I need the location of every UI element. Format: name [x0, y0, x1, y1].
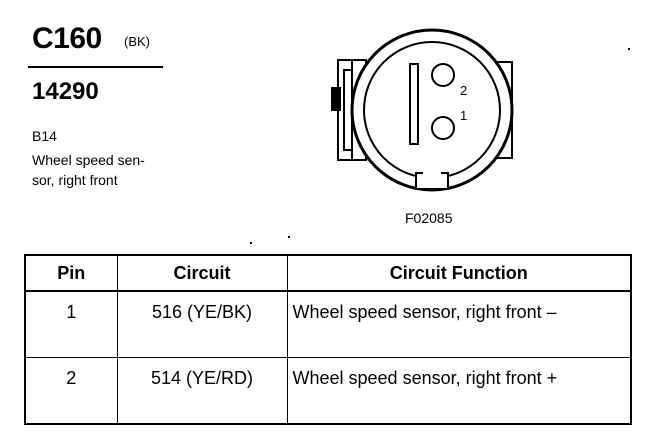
circuit-number: 514 (YE/RD): [116, 357, 288, 425]
table-row: 1 516 (YE/BK) Wheel speed sensor, right …: [24, 290, 632, 358]
pin-label-1: 1: [460, 108, 467, 123]
pin-number: 2: [24, 357, 118, 425]
component-id: B14: [32, 128, 57, 144]
column-header-pin: Pin: [24, 254, 118, 292]
component-description-line-1: Wheel speed sen-: [32, 152, 145, 168]
part-number: 14290: [32, 78, 99, 105]
pin-cavity-1: [431, 116, 455, 140]
connector-color-code: (BK): [124, 34, 150, 49]
scan-speck: [288, 236, 290, 238]
connector-keyway: [409, 63, 419, 145]
scan-speck: [250, 242, 252, 244]
scan-speck: [628, 48, 630, 50]
table-header-row: Pin Circuit Circuit Function: [24, 254, 632, 292]
pin-number: 1: [24, 290, 118, 358]
table-row: 2 514 (YE/RD) Wheel speed sensor, right …: [24, 357, 632, 425]
circuit-function: Wheel speed sensor, right front +: [286, 357, 632, 425]
column-header-function: Circuit Function: [286, 254, 632, 292]
column-header-circuit: Circuit: [116, 254, 288, 292]
title-divider: [28, 66, 163, 68]
circuit-number: 516 (YE/BK): [116, 290, 288, 358]
component-description-line-2: sor, right front: [32, 172, 118, 188]
connector-shell: [350, 28, 514, 192]
pin-label-2: 2: [460, 83, 467, 98]
pin-table: Pin Circuit Circuit Function 1 516 (YE/B…: [24, 254, 632, 425]
figure-code: F02085: [405, 210, 453, 226]
pin-cavity-2: [431, 63, 455, 87]
circuit-function: Wheel speed sensor, right front –: [286, 290, 632, 358]
connector-face-diagram: 2 1: [331, 28, 514, 192]
component-description: Wheel speed sen- sor, right front: [32, 150, 145, 190]
connector-id: C160: [32, 22, 102, 55]
